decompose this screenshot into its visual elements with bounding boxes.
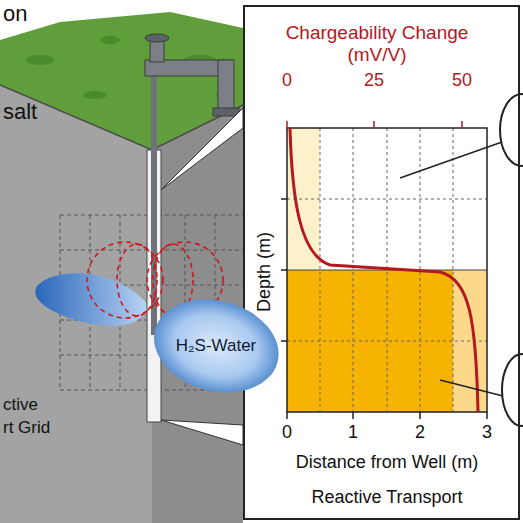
text-holder: salt <box>3 99 37 124</box>
grass-patches <box>26 36 235 99</box>
text-holder: Reactive Transport <box>257 487 517 508</box>
tick-label: 50 <box>452 70 472 91</box>
pipe-elbow <box>218 60 234 115</box>
valve-wheel <box>145 34 169 42</box>
text-holder: H₂S-Water <box>152 300 281 392</box>
cut-label: rt Grid <box>3 418 50 438</box>
cut-label: on <box>3 1 27 26</box>
text-holder: Depth (m) <box>254 232 275 312</box>
callout-pointer <box>400 142 502 178</box>
cut-label: salt <box>3 99 37 124</box>
block-edge <box>0 85 243 150</box>
cut-label: ctive <box>3 395 38 415</box>
axis-ticks <box>281 199 487 419</box>
tick-label: 0 <box>282 70 292 91</box>
panel-ground <box>243 5 520 520</box>
zoom-wedge <box>161 108 243 190</box>
tick-label: 3 <box>482 422 492 443</box>
tick-label: 2 <box>415 422 425 443</box>
text-holder: 1 <box>348 422 358 443</box>
text-holder: 2 <box>415 422 425 443</box>
plume-shape <box>143 286 289 406</box>
text-holder: rt Grid <box>3 418 50 438</box>
zoom-wedge <box>161 420 243 445</box>
tick-label: 25 <box>364 70 384 91</box>
text-holder: 0 <box>282 70 292 91</box>
plot-frame <box>287 128 487 412</box>
panel-caption: Reactive Transport <box>311 487 462 508</box>
plume-label: H₂S-Water <box>176 336 257 356</box>
text-holder: 0 <box>282 422 292 443</box>
top-ticks <box>287 121 462 128</box>
tick-label: 0 <box>282 422 292 443</box>
valve <box>150 40 164 62</box>
text-holder: Chargeability Change (mV/V) <box>282 22 472 66</box>
basalt-face <box>0 85 152 523</box>
plume-lobe: H₂S-Water <box>152 300 281 392</box>
text-holder: 50 <box>452 70 472 91</box>
pipe-flange <box>213 108 239 116</box>
plot-grid <box>287 128 487 412</box>
callout-pointer <box>440 380 503 396</box>
text-holder: ctive <box>3 395 38 415</box>
chargeability-curve <box>290 128 478 412</box>
text-holder: 3 <box>482 422 492 443</box>
axis-title: Chargeability Change (mV/V) <box>282 22 472 66</box>
axis-title: Depth (m) <box>254 232 275 312</box>
tick-label: 1 <box>348 422 358 443</box>
text-holder: on <box>3 1 27 26</box>
axis-title: Distance from Well (m) <box>296 452 479 473</box>
text-holder: 25 <box>364 70 384 91</box>
text-holder: Distance from Well (m) <box>257 452 517 473</box>
